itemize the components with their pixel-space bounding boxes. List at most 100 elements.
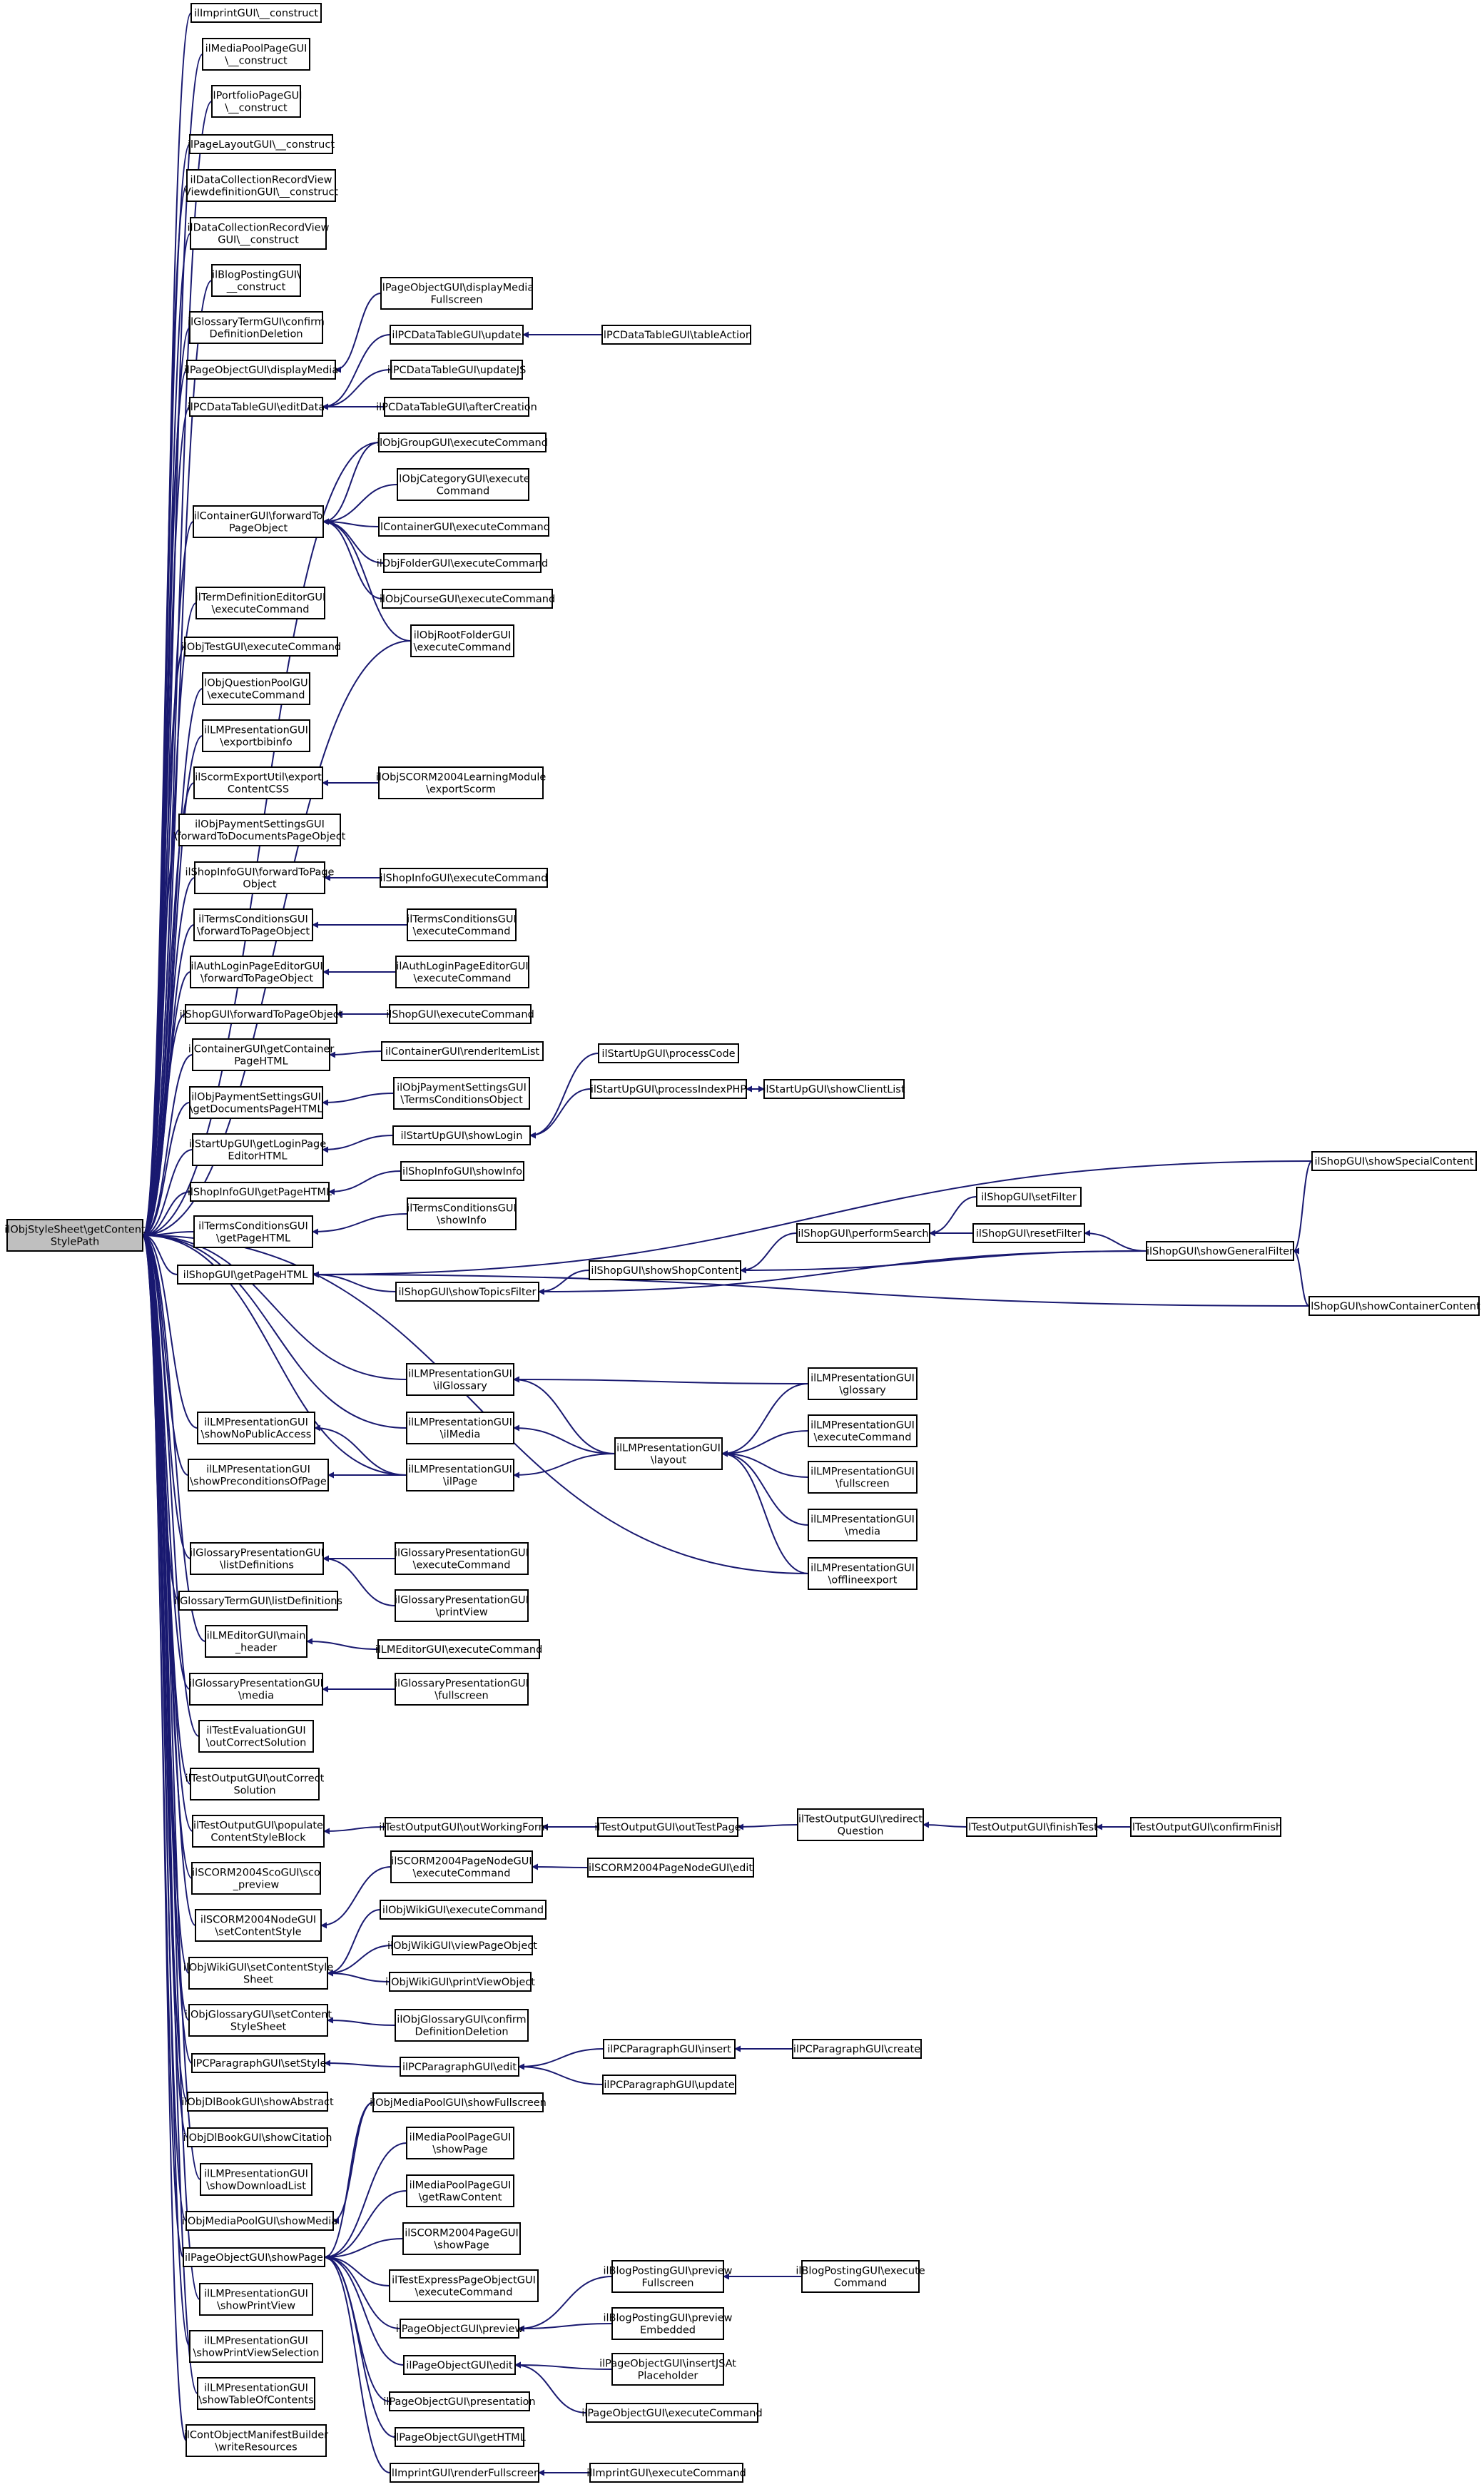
node-dcrv_gui[interactable]: ilDataCollectionRecordViewGUI\__construc… (188, 217, 330, 250)
node-terms_forward[interactable]: ilTermsConditionsGUI\forwardToPageObject (193, 908, 313, 941)
node-glospres_fullscreen[interactable]: ilGlossaryPresentationGUI\fullscreen (395, 1673, 529, 1706)
node-shop_showshopcontent[interactable]: ilShopGUI\showShopContent (589, 1260, 741, 1280)
node-lmpres_layout[interactable]: ilLMPresentationGUI\layout (614, 1437, 723, 1470)
node-glossaryterm_confirm[interactable]: ilGlossaryTermGUI\confirmDefinitionDelet… (188, 311, 325, 344)
node-terms_exec[interactable]: ilTermsConditionsGUI\executeCommand (407, 908, 517, 941)
node-shopinfo_exec[interactable]: ilShopInfoGUI\executeCommand (380, 868, 548, 888)
node-objwiki_printview[interactable]: ilObjWikiGUI\printViewObject (385, 1972, 535, 1992)
node-pcdatatable_aftercreation[interactable]: ilPCDataTableGUI\afterCreation (376, 397, 537, 417)
node-objwiki_exec[interactable]: ilObjWikiGUI\executeCommand (380, 1900, 547, 1920)
node-shopinfo_getpage[interactable]: ilShopInfoGUI\getPageHTML (188, 1182, 332, 1202)
node-glospres_printview[interactable]: ilGlossaryPresentationGUI\printView (395, 1589, 529, 1622)
node-shop_specialcontent[interactable]: ilShopGUI\showSpecialContent (1311, 1151, 1477, 1171)
node-shop_performsearch[interactable]: ilShopGUI\performSearch (796, 1223, 930, 1243)
node-container_forward[interactable]: ilContainerGUI\forwardToPageObject (193, 505, 324, 538)
node-lmeditor_header[interactable]: ilLMEditorGUI\main_header (205, 1625, 308, 1658)
node-lmpres_offline[interactable]: ilLMPresentationGUI\offlineexport (808, 1557, 918, 1590)
node-objqpool_exec[interactable]: ilObjQuestionPoolGUI\executeCommand (201, 672, 311, 705)
node-scorm2004sco[interactable]: ilSCORM2004ScoGUI\sco_preview (191, 1862, 321, 1895)
node-shop_getpage[interactable]: ilShopGUI\getPageHTML (177, 1265, 314, 1285)
node-lmpres_media[interactable]: ilLMPresentationGUI\media (808, 1509, 918, 1541)
node-shop_forward[interactable]: ilShopGUI\forwardToPageObject (180, 1004, 343, 1024)
node-container_exec[interactable]: ilContainerGUI\executeCommand (377, 517, 550, 537)
node-objpayment_terms[interactable]: ilObjPaymentSettingsGUI\TermsConditionsO… (393, 1077, 530, 1110)
node-lmpres_printsel[interactable]: ilLMPresentationGUI\showPrintViewSelecti… (189, 2330, 323, 2363)
node-lmpres_toc[interactable]: ilLMPresentationGUI\showTableOfContents (197, 2377, 315, 2410)
node-pageobject_preview[interactable]: ilPageObjectGUI\preview (396, 2319, 524, 2339)
node-startup_processindex[interactable]: ilStartUpGUI\processIndexPHP (590, 1079, 747, 1099)
node-lmpres_download[interactable]: ilLMPresentationGUI\showDownloadList (200, 2163, 312, 2196)
node-glospres_exec[interactable]: ilGlossaryPresentationGUI\executeCommand (395, 1542, 529, 1575)
node-imprint_renderfs[interactable]: ilImprintGUI\renderFullscreen (389, 2463, 540, 2483)
node-scorm2004pagenode_edit[interactable]: ilSCORM2004PageNodeGUI\edit (587, 1858, 754, 1878)
node-shop_exec[interactable]: ilShopGUI\executeCommand (386, 1004, 534, 1024)
node-objpayment_forward[interactable]: ilObjPaymentSettingsGUI\forwardToDocumen… (174, 814, 346, 846)
node-pageobject_presentation[interactable]: ilPageObjectGUI\presentation (383, 2391, 536, 2411)
node-imprint_construct[interactable]: ilImprintGUI\__construct (190, 3, 322, 23)
node-portfolio_construct[interactable]: ilPortfolioPageGUI\__construct (210, 85, 303, 118)
node-shopinfo_forward[interactable]: ilShopInfoGUI\forwardToPageObject (186, 861, 335, 894)
node-glospres_listdefs[interactable]: ilGlossaryPresentationGUI\listDefinition… (190, 1542, 324, 1575)
node-objgroup_exec[interactable]: ilObjGroupGUI\executeCommand (377, 432, 548, 452)
node-mediapool_getraw[interactable]: ilMediaPoolPageGUI\getRawContent (406, 2174, 514, 2207)
node-shop_topicsfilter[interactable]: ilShopGUI\showTopicsFilter (395, 1282, 539, 1302)
node-mediapool_showpage[interactable]: ilMediaPoolPageGUI\showPage (406, 2127, 514, 2159)
node-testexpress_exec[interactable]: ilTestExpressPageObjectGUI\executeComman… (389, 2269, 539, 2302)
node-pcdatatable_updatejs[interactable]: ilPCDataTableGUI\updateJS (387, 360, 527, 380)
node-shop_resetfilter[interactable]: ilShopGUI\resetFilter (972, 1223, 1085, 1243)
node-lmpres_printview[interactable]: ilLMPresentationGUI\showPrintView (199, 2283, 313, 2316)
node-objmediapool_fullscreen[interactable]: ilObjMediaPoolGUI\showFullscreen (370, 2092, 547, 2112)
node-pcparagraph_setstyle[interactable]: ilPCParagraphGUI\setStyle (190, 2053, 327, 2073)
node-scorm2004node[interactable]: ilSCORM2004NodeGUI\setContentStyle (195, 1909, 322, 1942)
node-shop_generalfilter[interactable]: ilShopGUI\showGeneralFilter (1146, 1241, 1294, 1261)
node-lmeditor_exec[interactable]: ilLMEditorGUI\executeCommand (375, 1639, 543, 1659)
node-terms_showinfo[interactable]: ilTermsConditionsGUI\showInfo (407, 1197, 517, 1230)
node-objdlbook_citation[interactable]: ilObjDlBookGUI\showCitation (183, 2127, 332, 2147)
node-blogposting_construct[interactable]: ilBlogPostingGUI\__construct (211, 264, 301, 297)
node-dcrv_viewdef[interactable]: ilDataCollectionRecordViewViewdefinition… (184, 169, 339, 202)
node-lmpres_precond[interactable]: ilLMPresentationGUI\showPreconditionsOfP… (188, 1459, 329, 1491)
node-pagelayout_construct[interactable]: ilPageLayoutGUI\__construct (188, 134, 335, 154)
node-objscorm2004lm_export[interactable]: ilObjSCORM2004LearningModule\exportScorm (376, 766, 547, 799)
node-shop_setfilter[interactable]: ilShopGUI\setFilter (976, 1187, 1082, 1207)
node-lmpres_ilpage[interactable]: ilLMPresentationGUI\ilPage (406, 1459, 514, 1491)
node-testoutput_outworking[interactable]: ilTestOutputGUI\outWorkingForm (379, 1817, 549, 1837)
node-pcdatatable_update[interactable]: ilPCDataTableGUI\update (390, 325, 524, 345)
node-pcparagraph_create[interactable]: ilPCParagraphGUI\create (792, 2039, 922, 2059)
node-pageobject_gethtml[interactable]: ilPageObjectGUI\getHTML (393, 2427, 526, 2447)
node-blogposting_exec[interactable]: ilBlogPostingGUI\executeCommand (796, 2260, 925, 2293)
node-lmpres_ilmedia[interactable]: ilLMPresentationGUI\ilMedia (406, 1412, 514, 1444)
node-glossaryterm_listdefs[interactable]: ilGlossaryTermGUI\listDefinitions (174, 1591, 342, 1611)
node-objwiki_viewpage[interactable]: ilObjWikiGUI\viewPageObject (387, 1935, 537, 1955)
node-objpayment_getdocs[interactable]: ilObjPaymentSettingsGUI\getDocumentsPage… (189, 1086, 323, 1119)
node-imprint_exec[interactable]: ilImprintGUI\executeCommand (586, 2463, 746, 2483)
node-objmediapool_showmedia[interactable]: ilObjMediaPoolGUI\showMedia (182, 2211, 337, 2231)
node-objglossary_confirm[interactable]: ilObjGlossaryGUI\confirmDefinitionDeleti… (395, 2009, 529, 2042)
node-testoutput_confirmfinish[interactable]: ilTestOutputGUI\confirmFinish (1129, 1817, 1282, 1837)
node-scorm2004page_showpage[interactable]: ilSCORM2004PageGUI\showPage (402, 2222, 521, 2255)
node-lmpres_ilglossary[interactable]: ilLMPresentationGUI\ilGlossary (406, 1363, 514, 1396)
node-pcparagraph_insert[interactable]: ilPCParagraphGUI\insert (603, 2039, 736, 2059)
node-scorm2004pagenode_exec[interactable]: ilSCORM2004PageNodeGUI\executeCommand (390, 1850, 533, 1883)
node-objrootfolder_exec[interactable]: ilObjRootFolderGUI\executeCommand (410, 624, 514, 657)
node-glospres_media[interactable]: ilGlossaryPresentationGUI\media (189, 1673, 323, 1706)
node-startup_showlogin[interactable]: ilStartUpGUI\showLogin (392, 1125, 531, 1145)
node-objcourse_exec[interactable]: ilObjCourseGUI\executeCommand (380, 589, 555, 609)
node-shopinfo_showinfo[interactable]: ilShopInfoGUI\showInfo (400, 1161, 524, 1181)
node-startup_showclientlist[interactable]: ilStartUpGUI\showClientList (763, 1079, 905, 1099)
node-testoutput_finishtest[interactable]: ilTestOutputGUI\finishTest (965, 1817, 1098, 1837)
node-startup_processcode[interactable]: ilStartUpGUI\processCode (598, 1043, 739, 1063)
node-testoutput_outcorrect[interactable]: ilTestOutputGUI\outCorrectSolution (186, 1768, 325, 1800)
node-pcdatatable_editdata[interactable]: ilPCDataTableGUI\editData (188, 397, 325, 417)
node-lmpres_glossary[interactable]: ilLMPresentationGUI\glossary (808, 1367, 918, 1400)
node-lmpres_nopublic[interactable]: ilLMPresentationGUI\showNoPublicAccess (197, 1412, 315, 1444)
node-terms_getpage[interactable]: ilTermsConditionsGUI\getPageHTML (193, 1215, 313, 1248)
